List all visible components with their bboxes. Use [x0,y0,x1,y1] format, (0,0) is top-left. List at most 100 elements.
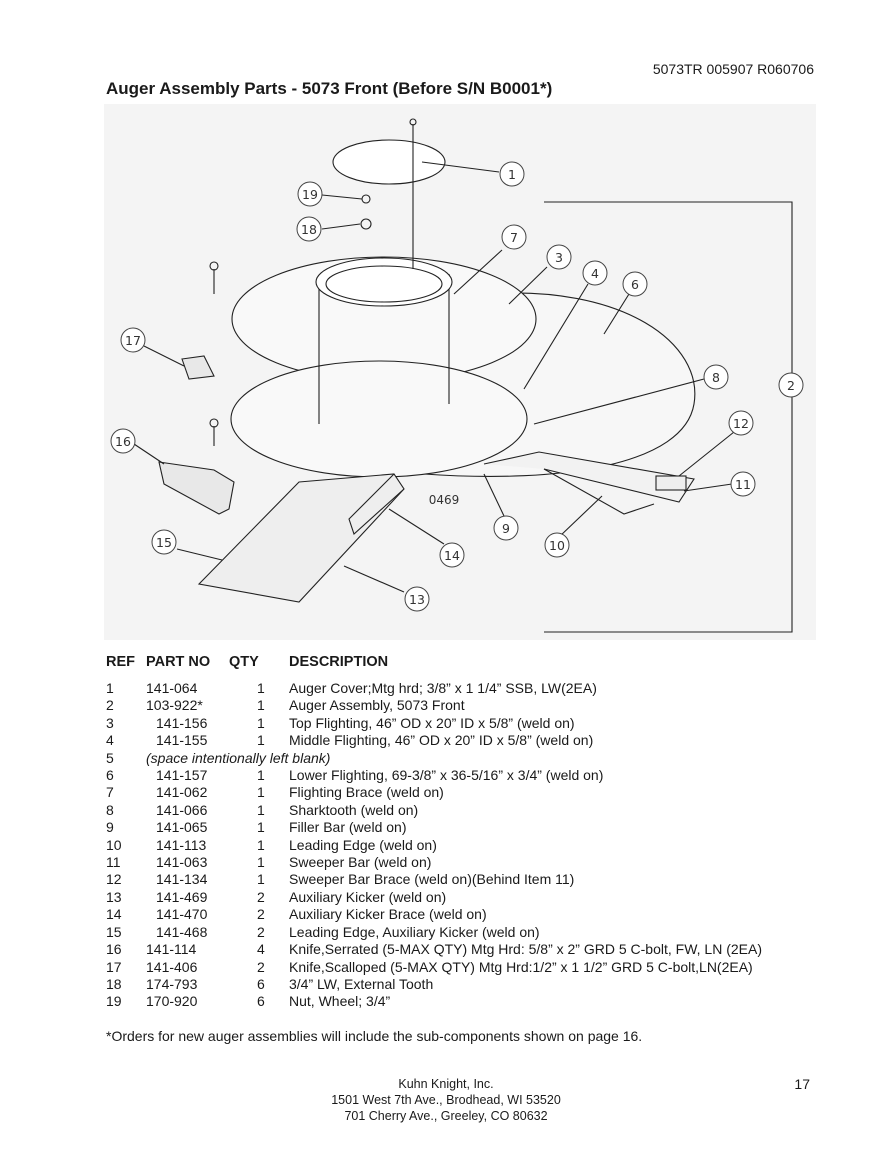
footer-company: Kuhn Knight, Inc. [398,1077,494,1091]
qty: 1 [257,732,265,749]
svg-text:3: 3 [555,250,563,265]
ref: 3 [106,714,114,731]
page-number: 17 [794,1076,810,1092]
part-no: 141-065 [156,819,208,836]
ref: 18 [106,975,122,992]
center-tube [318,274,450,424]
doc-number: 5073TR 005907 R060706 [652,61,814,77]
callout-19: 19 [297,181,323,207]
auger-exploded-diagram: 1 2 3 4 6 7 8 9 10 11 12 13 14 15 16 17 … [104,104,816,640]
svg-text:19: 19 [302,187,318,202]
qty: 1 [257,836,265,853]
part-no: 141-155 [156,732,208,749]
svg-text:8: 8 [712,370,720,385]
svg-text:11: 11 [735,477,751,492]
svg-text:16: 16 [115,434,131,449]
qty: 1 [257,854,265,871]
auxiliary-kicker [197,473,405,603]
qty: 6 [257,975,265,992]
qty: 2 [257,906,265,923]
svg-text:12: 12 [733,416,749,431]
scalloped-knife [181,355,215,380]
part-no: 174-793 [146,975,198,992]
callout-10: 10 [544,532,570,558]
callout-14: 14 [439,542,465,568]
sweeper-bar [483,451,695,503]
qty: 2 [257,958,265,975]
callout-4: 4 [582,260,608,286]
col-ref: REF [106,654,135,670]
qty: 4 [257,941,265,958]
table-header-row: REF PART NO QTY DESCRIPTION [106,654,762,680]
svg-text:10: 10 [549,538,565,553]
washer-18 [360,218,372,230]
svg-text:1: 1 [508,167,516,182]
blank-note: (space intentionally left blank) [146,749,331,766]
ref: 10 [106,836,122,853]
ref: 2 [106,697,114,714]
footer: Kuhn Knight, Inc. 1501 West 7th Ave., Br… [0,1076,892,1124]
page-title: Auger Assembly Parts - 5073 Front (Befor… [106,79,553,98]
svg-text:7: 7 [510,230,518,245]
ref: 19 [106,993,122,1010]
part-no: 141-156 [156,714,208,731]
ref: 12 [106,871,122,888]
callout-6: 6 [622,271,648,297]
description: Lower Flighting, 69-3/8” x 36-5/16” x 3/… [289,767,604,784]
description: Auxiliary Kicker (weld on) [289,888,447,905]
description: Auger Cover;Mtg hrd; 3/8” x 1 1/4” SSB, … [289,680,597,696]
callout-9: 9 [493,515,519,541]
ref: 14 [106,906,122,923]
part-no: 141-157 [156,767,208,784]
part-no: 141-066 [156,801,208,818]
description: Knife,Scalloped (5-MAX QTY) Mtg Hrd:1/2”… [289,958,753,975]
ref: 7 [106,784,114,801]
ref: 16 [106,941,122,958]
qty: 1 [257,784,265,801]
col-description: DESCRIPTION [289,654,389,670]
qty: 1 [257,714,265,731]
auger-cover [332,139,446,185]
table-row: 9 141-065 1 Filler Bar (weld on) [106,819,762,836]
qty: 2 [257,888,265,905]
sweeper-block [655,475,687,491]
footer-address-1: 1501 West 7th Ave., Brodhead, WI 53520 [331,1093,561,1107]
table-row: 18 174-793 6 3/4” LW, External Tooth [106,976,762,993]
part-no: 141-470 [156,906,208,923]
callout-3: 3 [546,244,572,270]
qty: 1 [257,697,265,714]
qty: 1 [257,819,265,836]
footnote: *Orders for new auger assemblies will in… [106,1028,643,1044]
description: 3/4” LW, External Tooth [289,975,434,992]
part-no: 141-064 [146,680,198,696]
callout-7: 7 [501,224,527,250]
svg-text:4: 4 [591,266,599,281]
description: Leading Edge (weld on) [289,836,437,853]
col-qty: QTY [229,654,259,670]
ref: 9 [106,819,114,836]
table-row: 5(space intentionally left blank) [106,750,762,767]
description: Middle Flighting, 46” OD x 20” ID x 5/8”… [289,732,594,749]
ref: 11 [106,854,121,871]
qty: 1 [257,801,265,818]
part-no: 141-134 [156,871,208,888]
qty: 1 [257,767,265,784]
ref: 15 [106,923,122,940]
part-no: 141-062 [156,784,208,801]
part-no: 141-406 [146,958,198,975]
callout-17: 17 [120,327,146,353]
svg-text:14: 14 [444,548,460,563]
parts-table: REF PART NO QTY DESCRIPTION 1 141-064 1 Aug… [106,654,762,1011]
description: Filler Bar (weld on) [289,819,407,836]
